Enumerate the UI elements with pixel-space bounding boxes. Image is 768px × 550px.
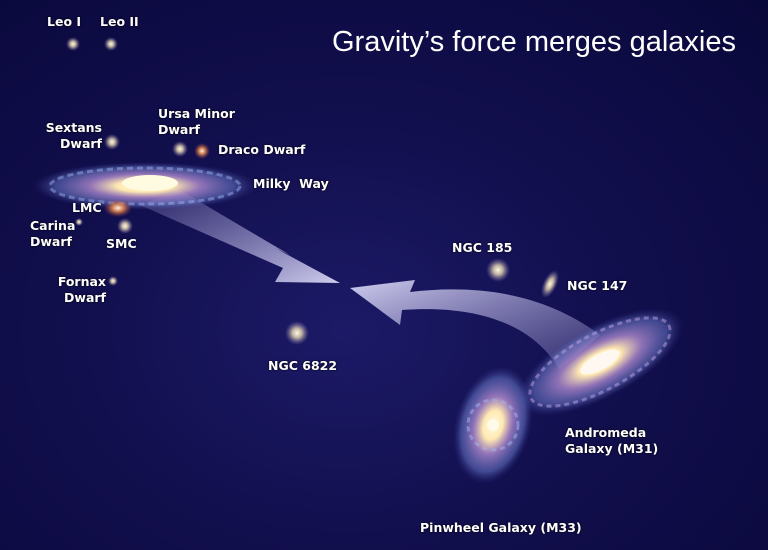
label-fornax-dwarf: Fornax Dwarf [56, 274, 106, 306]
label-sextans-dwarf: Sextans Dwarf [44, 120, 102, 152]
label-line: Dwarf [30, 234, 72, 249]
pinwheel-galaxy [453, 366, 533, 484]
label-draco-dwarf: Draco Dwarf [218, 142, 306, 157]
draco-dwarf-galaxy [194, 143, 210, 159]
label-line: Carina [30, 218, 76, 233]
milky-way-galaxy [33, 162, 257, 210]
label-ngc-147: NGC 147 [567, 278, 628, 293]
label-leo-ii: Leo II [100, 14, 139, 29]
label-line: Fornax [57, 274, 106, 289]
merge-arrow-milky-way [140, 190, 340, 283]
ngc-147-galaxy [541, 270, 559, 298]
ngc-185-galaxy [486, 258, 510, 282]
carina-dwarf-galaxy [75, 218, 83, 226]
label-carina-dwarf: Carina Dwarf [30, 218, 75, 250]
leo-ii-galaxy [104, 37, 118, 51]
ngc-6822-galaxy [285, 321, 309, 345]
label-lmc: LMC [72, 200, 102, 215]
label-line: Sextans [45, 120, 102, 135]
page-title: Gravity’s force merges galaxies [331, 26, 736, 58]
label-line: Ursa Minor [158, 106, 235, 121]
ursa-minor-dwarf-galaxy [172, 141, 188, 157]
label-pinwheel-galaxy: Pinwheel Galaxy (M33) [420, 520, 582, 535]
label-line: Galaxy (M31) [565, 441, 659, 456]
label-line: Andromeda [565, 425, 647, 440]
label-ngc-6822: NGC 6822 [268, 358, 338, 373]
label-leo-i: Leo I [47, 14, 82, 29]
label-line: Dwarf [64, 290, 106, 305]
label-smc: SMC [106, 236, 137, 251]
smc-galaxy [117, 218, 133, 234]
label-ursa-minor-dwarf: Ursa Minor Dwarf [158, 106, 235, 138]
label-line: Dwarf [60, 136, 102, 151]
sextans-dwarf-galaxy [104, 134, 120, 150]
label-milky-way: Milky Way [253, 176, 329, 191]
label-ngc-185: NGC 185 [452, 240, 513, 255]
label-line: Dwarf [158, 122, 200, 137]
lmc-galaxy [104, 199, 132, 217]
fornax-dwarf-galaxy [108, 276, 118, 286]
leo-i-galaxy [66, 37, 80, 51]
label-andromeda-galaxy: Andromeda Galaxy (M31) [565, 425, 658, 457]
merge-arrow-andromeda [350, 280, 600, 370]
